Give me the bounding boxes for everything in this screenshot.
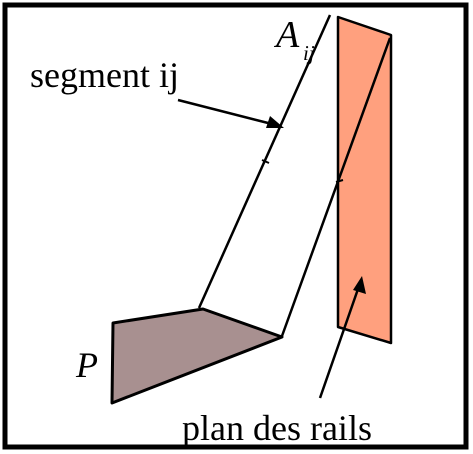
plane-label-arrow-shaft — [318, 288, 360, 399]
projection-tick-mark — [335, 179, 344, 183]
polygon-p-shape — [110, 307, 284, 405]
segment-tick-mark — [261, 159, 270, 164]
polygon-p-label: P — [75, 345, 98, 385]
rail-plane-label: plan des rails — [182, 408, 372, 448]
segment-label-arrowhead — [266, 116, 284, 128]
point-a-subscript: ij — [303, 41, 315, 65]
point-a-label: A — [273, 14, 300, 56]
rail-plane-shape — [336, 15, 393, 345]
projection-line — [280, 37, 392, 337]
segment-ij-label: segment ij — [30, 55, 179, 95]
segment-label-arrow-shaft — [177, 98, 273, 126]
plane-label-arrowhead — [353, 276, 366, 294]
